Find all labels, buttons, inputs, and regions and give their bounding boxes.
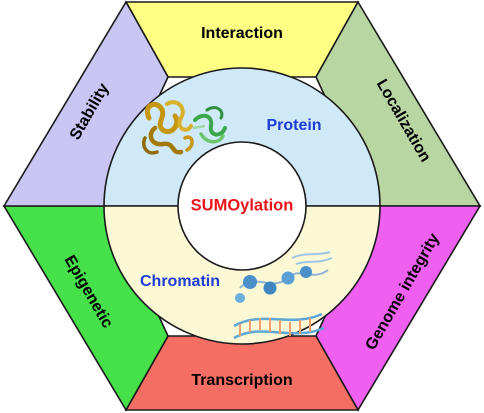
dna-chromatin-icon <box>233 251 333 340</box>
protein-structure-icon <box>142 100 227 155</box>
center-label-sumoylation: SUMOylation <box>191 196 294 214</box>
label-interaction: Interaction <box>201 25 283 42</box>
label-transcription: Transcription <box>191 372 292 389</box>
label-protein: Protein <box>266 117 321 134</box>
center-disk <box>177 141 307 271</box>
ring-bottom-chromatin <box>103 205 381 345</box>
label-chromatin: Chromatin <box>140 273 220 290</box>
